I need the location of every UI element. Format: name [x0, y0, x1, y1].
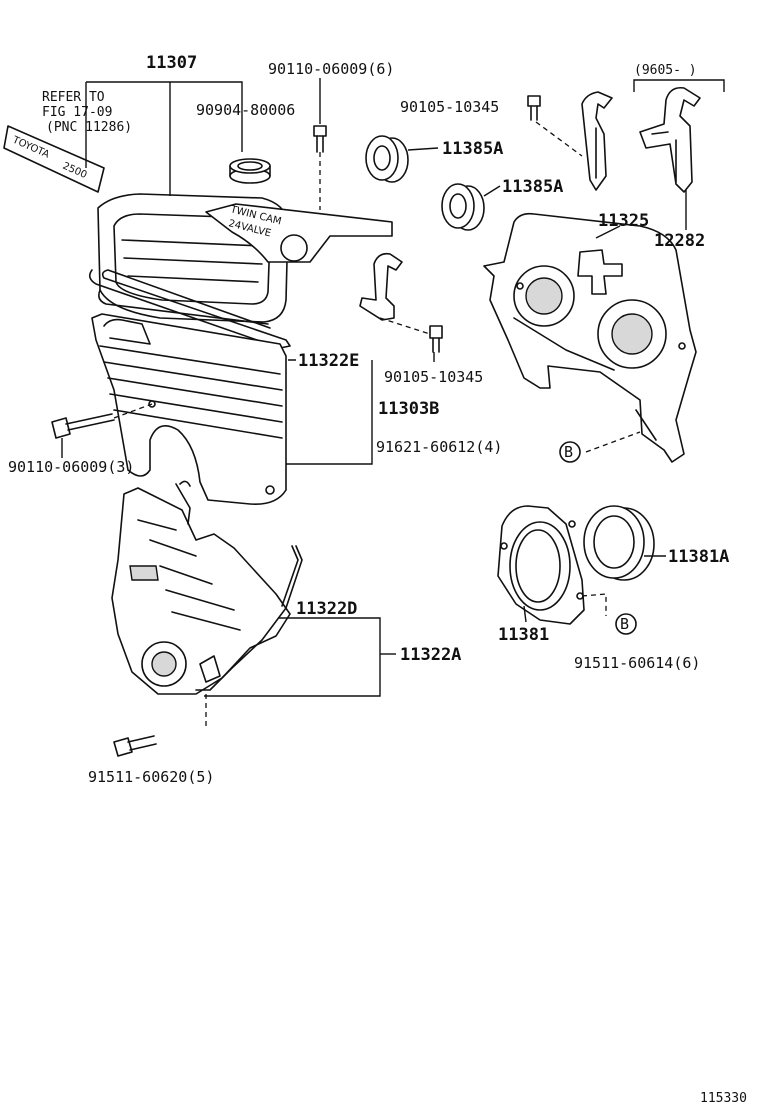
label-91621-60612-4: 91621-60612(4)	[376, 438, 502, 456]
label-90105-10345-upper: 90105-10345	[400, 98, 499, 116]
label-91511-60620-5: 91511-60620(5)	[88, 768, 214, 786]
label-11307: 11307	[146, 53, 197, 73]
label-90110-06009-6: 90110-06009(6)	[268, 60, 394, 78]
bolt-91511-60620-qty5	[113, 735, 157, 757]
lower-timing-cover-11322a	[111, 480, 291, 695]
dash-bolt-90110-3	[113, 403, 153, 419]
label-90110-06009-3: 90110-06009(3)	[8, 458, 134, 476]
idler-bracket-middle	[359, 252, 403, 321]
upper-timing-cover: TWIN CAM 24VALVE	[97, 193, 393, 325]
timing-belt-rear-plate-11325	[483, 212, 697, 463]
leader-11325	[595, 225, 621, 239]
bracket-range-line	[633, 79, 725, 92]
refer-line-3: (PNC 11286)	[46, 120, 132, 135]
lower-cover-gasket-11322d	[195, 545, 303, 691]
callout-b-circle-2	[615, 613, 637, 635]
label-12282: 12282	[654, 231, 705, 251]
seal-11385a-upper	[365, 135, 409, 183]
idler-bracket-upper	[581, 91, 613, 191]
bolt-90110-06009-qty3	[51, 413, 115, 439]
label-11322e: 11322E	[298, 351, 359, 371]
oil-seal-retainer-11381	[497, 505, 585, 625]
refer-line-1: REFER TO	[42, 90, 105, 105]
timing-cover-11303b	[91, 313, 287, 506]
dash-91511-6	[581, 593, 607, 616]
label-90105-10345-middle: 90105-10345	[384, 368, 483, 386]
leader-11385a-upper	[407, 147, 439, 151]
label-bracket-range: (9605- )	[634, 63, 697, 78]
nameplate-emblem: TOYOTA 2500	[3, 125, 105, 193]
label-11325: 11325	[598, 211, 649, 231]
leader-11381	[523, 605, 527, 623]
label-11385a-lower: 11385A	[502, 177, 563, 197]
bolt-90105-10345-middle	[429, 325, 443, 353]
refer-note: REFER TO FIG 17-09 (PNC 11286)	[42, 90, 132, 135]
label-91511-60614-6: 91511-60614(6)	[574, 654, 700, 672]
seal-90904-80006	[229, 158, 271, 184]
dash-90105-middle	[379, 317, 431, 335]
label-11322d: 11322D	[296, 599, 357, 619]
refer-line-2: FIG 17-09	[42, 105, 112, 120]
bracket-12282	[639, 86, 701, 193]
bolt-90105-10345-upper	[527, 95, 541, 121]
label-11303b: 11303B	[378, 399, 439, 419]
leader-11322e-11303b	[286, 359, 373, 465]
label-11322a: 11322A	[400, 645, 461, 665]
callout-b-1: B	[564, 443, 573, 461]
label-11385a-upper: 11385A	[442, 139, 503, 159]
leader-11322d-11322a	[204, 617, 381, 697]
callout-b-2: B	[620, 615, 629, 633]
leader-11385a-lower	[483, 185, 501, 197]
leader-11307-bracket	[86, 81, 243, 152]
seal-11385a-lower	[441, 183, 485, 231]
label-11381: 11381	[498, 625, 549, 645]
callout-b-circle-1	[559, 441, 581, 463]
oil-seal-11381a	[583, 505, 655, 581]
dash-91621	[585, 431, 641, 453]
figure-id: 115330	[700, 1091, 747, 1106]
label-90904-80006: 90904-80006	[196, 101, 295, 119]
label-11381a: 11381A	[668, 547, 729, 567]
dash-90105-upper	[535, 121, 583, 157]
bolt-90110-06009-qty6	[313, 125, 327, 153]
upper-cover-gasket-11322e	[88, 269, 291, 349]
